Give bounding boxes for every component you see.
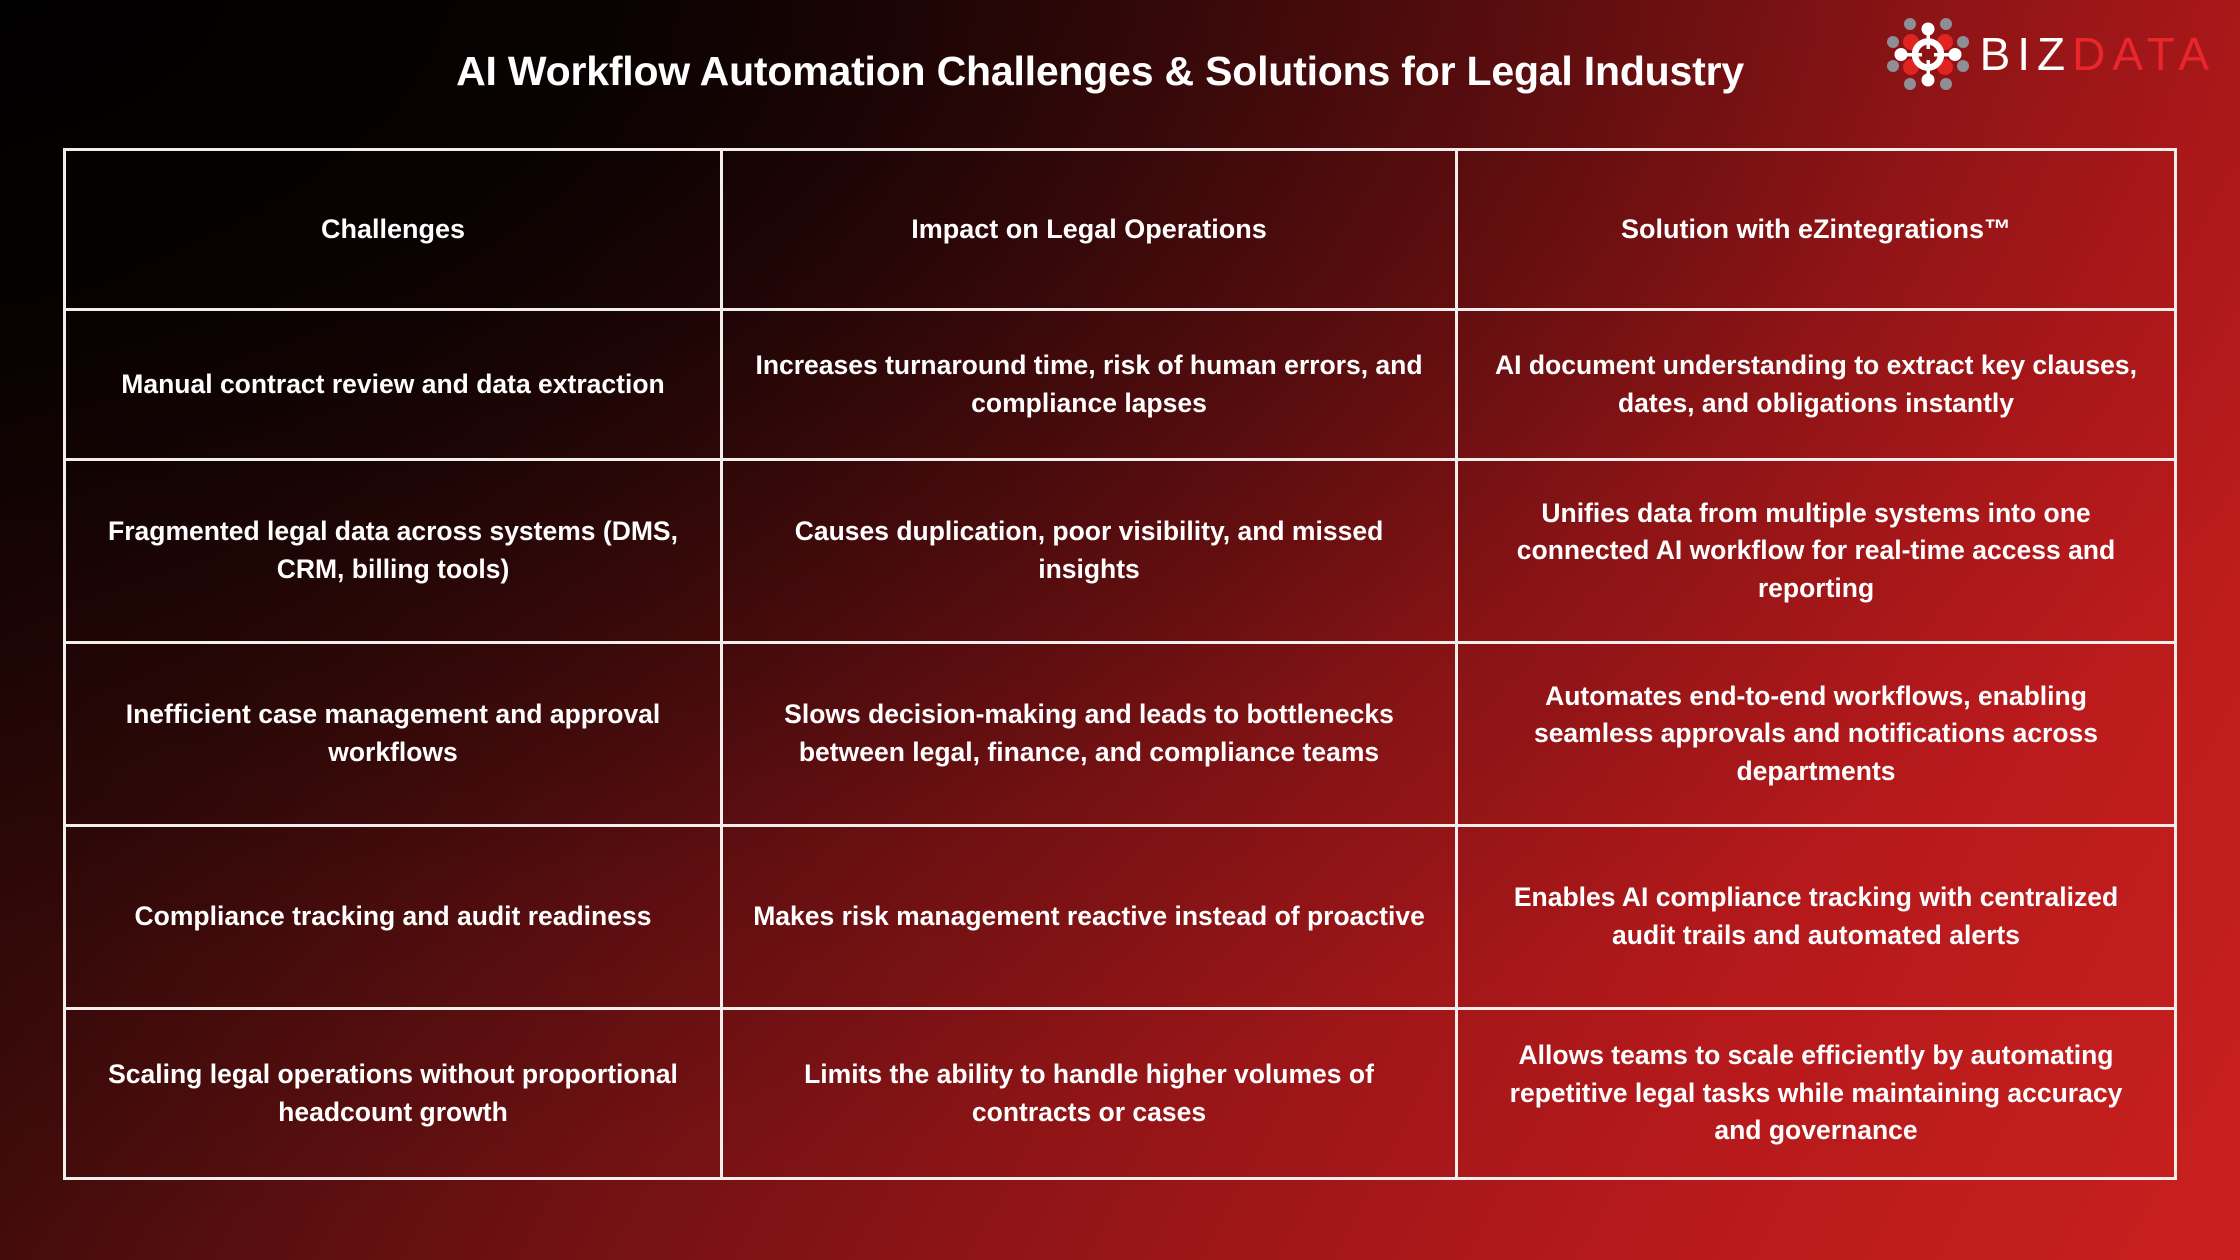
comparison-table: Challenges Impact on Legal Operations So…	[63, 148, 2177, 1180]
cell-impact: Causes duplication, poor visibility, and…	[723, 461, 1458, 641]
column-header-challenges: Challenges	[66, 151, 723, 308]
table-row: Scaling legal operations without proport…	[66, 1010, 2174, 1177]
column-header-impact: Impact on Legal Operations	[723, 151, 1458, 308]
column-header-solution: Solution with eZintegrations™	[1621, 214, 2011, 245]
brand-word-biz: BIZ	[1979, 28, 2073, 80]
cell-solution: AI document understanding to extract key…	[1494, 349, 2138, 418]
table-row: Inefficient case management and approval…	[66, 644, 2174, 827]
network-nodes-icon	[1886, 15, 1970, 93]
cell-challenge: Compliance tracking and audit readiness	[66, 827, 723, 1007]
page-title: AI Workflow Automation Challenges & Solu…	[456, 48, 1744, 94]
cell-impact: Limits the ability to handle higher volu…	[723, 1010, 1458, 1177]
table-row: Compliance tracking and audit readiness …	[66, 827, 2174, 1010]
cell-challenge: Scaling legal operations without proport…	[66, 1010, 723, 1177]
cell-solution: Unifies data from multiple systems into …	[1516, 497, 2116, 603]
cell-solution: Allows teams to scale efficiently by aut…	[1509, 1040, 2123, 1146]
cell-challenge: Manual contract review and data extracti…	[66, 311, 723, 458]
cell-impact: Slows decision-making and leads to bottl…	[723, 644, 1458, 824]
table-row: Fragmented legal data across systems (DM…	[66, 461, 2174, 644]
cell-impact: Makes risk management reactive instead o…	[723, 827, 1458, 1007]
cell-challenge: Inefficient case management and approval…	[66, 644, 723, 824]
table-grid: Challenges Impact on Legal Operations So…	[66, 151, 2174, 1177]
cell-challenge: Fragmented legal data across systems (DM…	[66, 461, 723, 641]
table-header-row: Challenges Impact on Legal Operations So…	[66, 151, 2174, 311]
cell-impact: Increases turnaround time, risk of human…	[723, 311, 1458, 458]
cell-solution: Automates end-to-end workflows, enabling…	[1533, 680, 2099, 786]
cell-solution: Enables AI compliance tracking with cent…	[1513, 882, 2119, 950]
table-row: Manual contract review and data extracti…	[66, 311, 2174, 461]
page-header: AI Workflow Automation Challenges & Solu…	[0, 0, 2240, 148]
brand-word-data: DATA	[2072, 28, 2216, 80]
